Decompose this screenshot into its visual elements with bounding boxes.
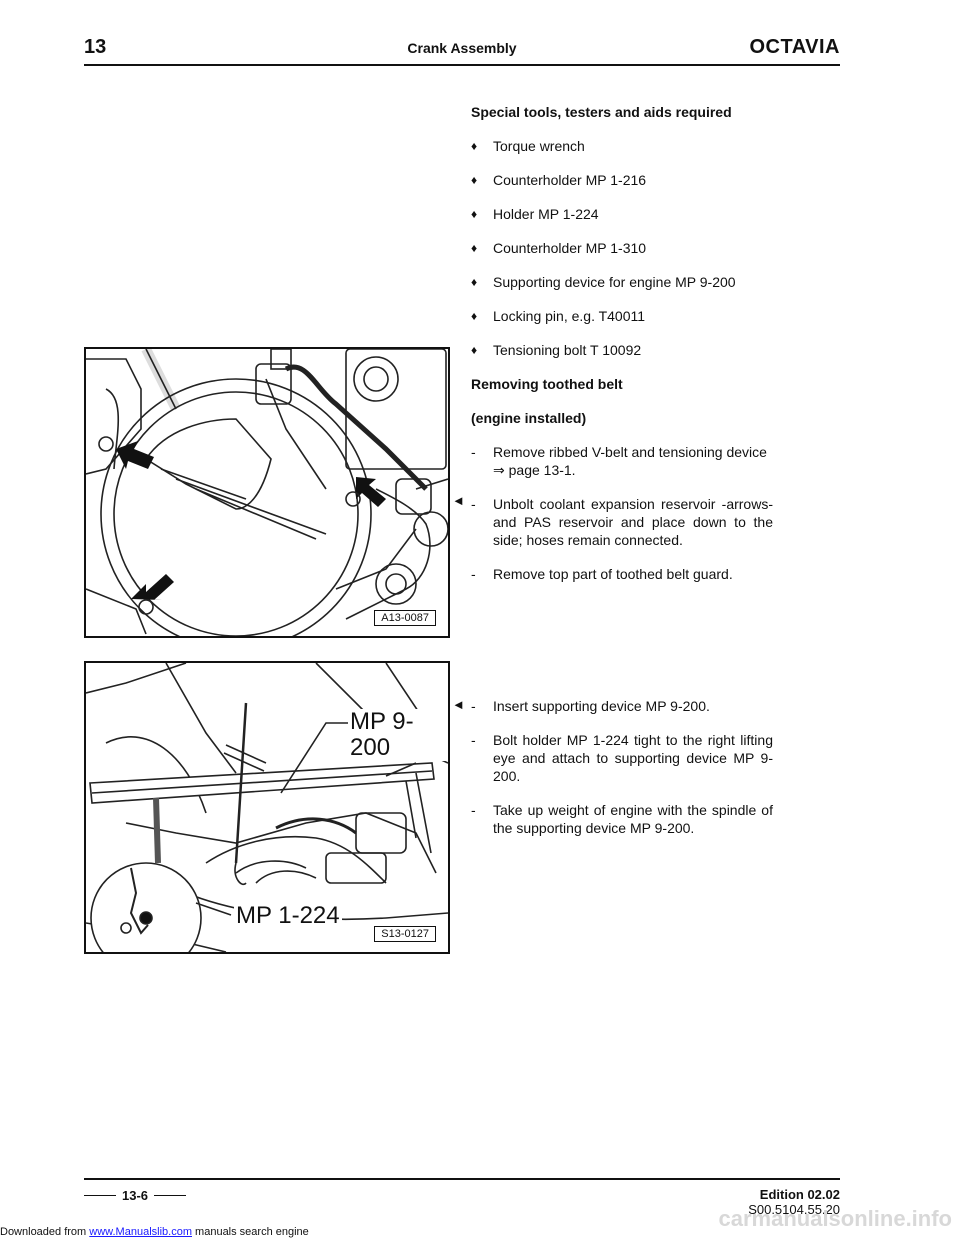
- support-section: - Insert supporting device MP 9-200. - B…: [471, 697, 773, 837]
- section-title: Crank Assembly: [407, 40, 517, 56]
- engine-bay-illustration: [86, 349, 448, 636]
- diamond-icon: ♦: [471, 241, 478, 255]
- list-item: ♦Torque wrench: [471, 138, 585, 154]
- engine-support-illustration: [86, 663, 448, 952]
- diamond-icon: ♦: [471, 309, 478, 323]
- edition-label: Edition 02.02: [759, 1187, 840, 1202]
- diamond-icon: ♦: [471, 275, 478, 289]
- arrow-right-icon: ⇒: [493, 462, 505, 478]
- step-item: - Unbolt coolant expansion reservoir -ar…: [471, 496, 773, 548]
- page-number: 13-6: [84, 1188, 186, 1203]
- step-item: - Remove top part of toothed belt guard.: [471, 566, 733, 582]
- list-item: ♦Counterholder MP 1-310: [471, 240, 647, 256]
- list-item: ♦Locking pin, e.g. T40011: [471, 308, 646, 324]
- figure-label: S13-0127: [374, 926, 436, 942]
- figure-coolant-reservoir: A13-0087: [84, 347, 450, 638]
- diamond-icon: ♦: [471, 139, 478, 153]
- callout-mp-9-200: MP 9-200: [348, 709, 448, 761]
- removing-heading: Removing toothed belt: [471, 376, 623, 392]
- list-item: ♦Supporting device for engine MP 9-200: [471, 274, 736, 290]
- removing-section: Removing toothed belt (engine installed)…: [471, 375, 773, 583]
- manualslib-link[interactable]: www.Manualslib.com: [89, 1226, 192, 1238]
- document-code: S00.5104.55.20: [748, 1202, 840, 1217]
- page-reference-link[interactable]: page 13-1.: [508, 462, 576, 478]
- footer-rule: [84, 1178, 840, 1180]
- tools-section: Special tools, testers and aids required…: [471, 103, 773, 359]
- brand-name: OCTAVIA: [749, 36, 840, 58]
- tools-heading: Special tools, testers and aids required: [471, 104, 732, 120]
- step-item: - Insert supporting device MP 9-200.: [471, 698, 710, 714]
- step-item: - Bolt holder MP 1-224 tight to the righ…: [471, 732, 773, 784]
- edition-info: Edition 02.02 S00.5104.55.20: [748, 1187, 840, 1217]
- header-rule: [84, 64, 840, 66]
- diamond-icon: ♦: [471, 343, 478, 357]
- list-item: ♦Counterholder MP 1-216: [471, 172, 647, 188]
- figure-label: A13-0087: [374, 610, 436, 626]
- watermark: carmanualsonline.info: [718, 1206, 953, 1231]
- list-item: ♦Holder MP 1-224: [471, 206, 599, 222]
- download-notice: Downloaded from www.Manualslib.com manua…: [0, 1226, 309, 1238]
- diamond-icon: ♦: [471, 207, 478, 221]
- chapter-number: 13: [84, 36, 107, 58]
- page-header: 13 Crank Assembly OCTAVIA: [84, 36, 840, 66]
- figure-supporting-device: S13-0127 MP 9-200 MP 1-224: [84, 661, 450, 954]
- callout-mp-1-224: MP 1-224: [234, 902, 342, 929]
- removing-subheading: (engine installed): [471, 410, 587, 426]
- step-item: - Take up weight of engine with the spin…: [471, 802, 773, 836]
- step-item: - Remove ribbed V-belt and tensioning de…: [471, 444, 767, 478]
- diamond-icon: ♦: [471, 173, 478, 187]
- list-item: ♦Tensioning bolt T 10092: [471, 342, 642, 358]
- pointer-left-icon: ◄: [452, 697, 465, 712]
- pointer-left-icon: ◄: [452, 493, 465, 508]
